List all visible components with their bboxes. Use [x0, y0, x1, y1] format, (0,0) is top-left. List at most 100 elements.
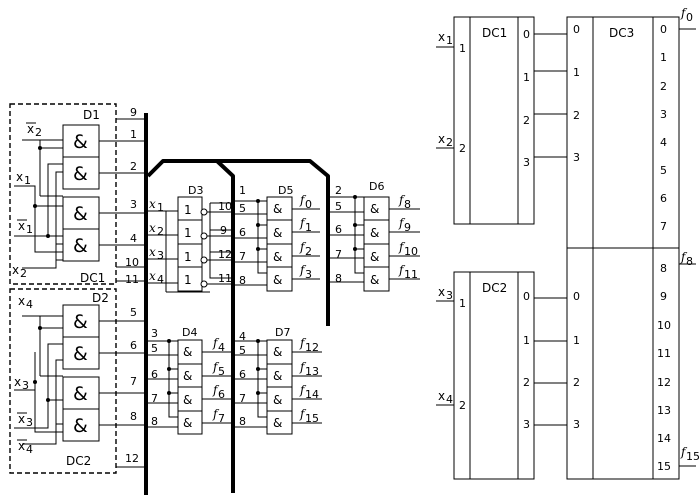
svg-text:2: 2: [459, 142, 466, 155]
svg-text:4: 4: [157, 273, 164, 286]
svg-text:2: 2: [35, 126, 42, 139]
label-dc3: DC3: [609, 26, 634, 40]
svg-text:1: 1: [24, 174, 31, 187]
svg-text:5: 5: [130, 306, 137, 319]
svg-text:f: f: [299, 193, 307, 207]
svg-text:2: 2: [660, 80, 667, 93]
svg-text:f: f: [680, 6, 688, 20]
svg-text:8: 8: [686, 255, 693, 268]
svg-text:5: 5: [239, 202, 246, 215]
svg-text:10: 10: [657, 319, 671, 332]
svg-text:13: 13: [305, 365, 319, 378]
svg-text:5: 5: [660, 164, 667, 177]
svg-text:&: &: [183, 369, 192, 383]
svg-text:&: &: [273, 369, 282, 383]
and-symbol: &: [73, 163, 88, 185]
svg-text:12: 12: [218, 248, 232, 261]
svg-text:0: 0: [573, 290, 580, 303]
svg-text:1: 1: [523, 71, 530, 84]
svg-text:&: &: [273, 345, 282, 359]
d2-input-wiring: [14, 315, 63, 445]
svg-text:4: 4: [446, 393, 453, 406]
label-d7: D7: [275, 326, 290, 339]
svg-text:4: 4: [239, 330, 246, 343]
d4-block: 3 D4 & & & & 5 6 7 8 f 4 f 5 f 6 f 7: [146, 326, 233, 435]
svg-text:&: &: [273, 273, 282, 287]
svg-text:f: f: [212, 336, 220, 350]
label-d4: D4: [182, 326, 197, 339]
svg-text:11: 11: [404, 268, 418, 281]
svg-text:f: f: [299, 240, 307, 254]
svg-text:2: 2: [523, 114, 530, 127]
and-symbol: &: [73, 235, 88, 257]
svg-text:f: f: [680, 445, 688, 459]
svg-text:1: 1: [446, 34, 453, 47]
x2-label: x: [12, 263, 19, 277]
x1-bar-label: x: [18, 219, 25, 233]
svg-text:f: f: [212, 407, 220, 421]
svg-text:1: 1: [157, 201, 164, 214]
svg-text:6: 6: [335, 223, 342, 236]
svg-text:1: 1: [184, 226, 192, 240]
svg-text:7: 7: [130, 375, 137, 388]
svg-text:&: &: [273, 202, 282, 216]
and-symbol: &: [73, 311, 88, 333]
svg-text:2: 2: [20, 267, 27, 280]
svg-text:6: 6: [239, 226, 246, 239]
svg-text:0: 0: [523, 290, 530, 303]
svg-text:f: f: [299, 407, 307, 421]
svg-text:0: 0: [686, 11, 693, 24]
svg-text:4: 4: [660, 136, 667, 149]
svg-text:&: &: [370, 226, 379, 240]
svg-text:6: 6: [151, 368, 158, 381]
svg-text:8: 8: [239, 415, 246, 428]
svg-text:9: 9: [130, 106, 137, 119]
svg-text:4: 4: [26, 443, 33, 456]
svg-text:f: f: [299, 383, 307, 397]
d3-inverters: D3 1 1 1 1 x 1 x 2 x 3 x 4 10 9 12 11: [146, 184, 233, 293]
svg-text:0: 0: [573, 23, 580, 36]
x4-bar-label: x: [18, 439, 25, 453]
left-bus-outputs: 9 1 2 3 4 10 11 5 6 7 8 12: [99, 106, 146, 468]
svg-text:8: 8: [151, 415, 158, 428]
svg-text:9: 9: [660, 290, 667, 303]
svg-text:7: 7: [239, 250, 246, 263]
svg-text:11: 11: [218, 272, 232, 285]
svg-text:1: 1: [130, 128, 137, 141]
svg-text:1: 1: [239, 184, 246, 197]
svg-text:7: 7: [151, 392, 158, 405]
svg-text:2: 2: [573, 376, 580, 389]
dc1-block: D1 DC1: [9, 103, 117, 285]
and-symbol: &: [73, 203, 88, 225]
svg-text:2: 2: [130, 160, 137, 173]
svg-text:7: 7: [660, 220, 667, 233]
svg-text:3: 3: [523, 418, 530, 431]
svg-text:3: 3: [151, 327, 158, 340]
svg-text:&: &: [370, 250, 379, 264]
d6-block: 2 D6 & & & & 5 6 7 8 f 8 f 9 f 10 f 11: [328, 180, 420, 292]
svg-text:2: 2: [459, 399, 466, 412]
svg-text:3: 3: [446, 289, 453, 302]
svg-text:x: x: [438, 389, 445, 403]
svg-text:1: 1: [305, 221, 312, 234]
svg-text:&: &: [273, 393, 282, 407]
label-d2: D2: [92, 291, 109, 305]
svg-text:3: 3: [130, 198, 137, 211]
x1-label: x: [16, 170, 23, 184]
svg-text:&: &: [370, 202, 379, 216]
svg-text:8: 8: [335, 272, 342, 285]
label-d3: D3: [188, 184, 203, 197]
svg-text:f: f: [680, 250, 688, 264]
right-dc3: DC3 0 1 2 3 0 1 2 3 0 1 2 3 4 5 6 7 8 9 …: [566, 6, 699, 480]
svg-text:x: x: [438, 285, 445, 299]
svg-text:15: 15: [686, 450, 699, 463]
svg-text:x: x: [149, 245, 156, 259]
svg-text:14: 14: [657, 432, 671, 445]
and-symbol: &: [73, 343, 88, 365]
and-symbol: &: [73, 131, 88, 153]
d1-gates: & & & &: [62, 124, 100, 262]
svg-text:4: 4: [26, 298, 33, 311]
label-d6: D6: [369, 180, 384, 193]
label-dc2: DC2: [66, 454, 91, 468]
svg-text:1: 1: [660, 51, 667, 64]
